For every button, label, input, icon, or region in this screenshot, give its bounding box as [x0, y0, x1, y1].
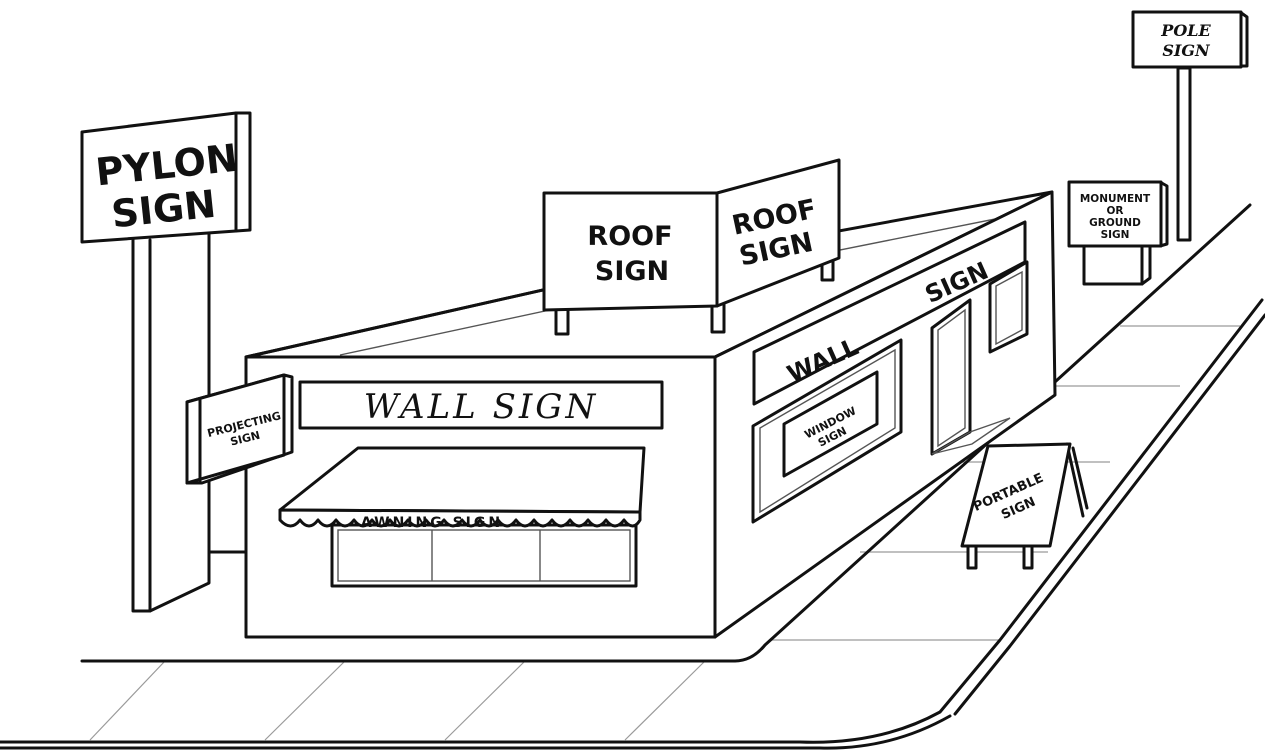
monument-sign-line-1: MONUMENT: [1080, 193, 1151, 205]
awning-sign: AWNING SIGN: [280, 448, 644, 586]
monument-sign-line-2: OR: [1106, 205, 1123, 217]
pole-sign-line-2: SIGN: [1162, 41, 1211, 60]
roof-sign-front-line-1: ROOF: [587, 221, 672, 252]
monument-sign-line-3: GROUND: [1089, 217, 1141, 229]
roof-sign-front-line-2: SIGN: [595, 256, 669, 287]
monument-sign: MONUMENT OR GROUND SIGN: [1069, 182, 1167, 284]
wall-sign-front: WALL SIGN: [300, 382, 662, 428]
monument-sign-line-4: SIGN: [1101, 229, 1130, 241]
pole-sign-line-1: POLE: [1160, 21, 1211, 40]
storefront-window: [332, 525, 636, 586]
wall-sign-front-text: WALL SIGN: [364, 387, 598, 427]
pylon-sign: PYLON SIGN: [82, 113, 250, 611]
awning-sign-text: AWNING SIGN: [361, 515, 503, 531]
